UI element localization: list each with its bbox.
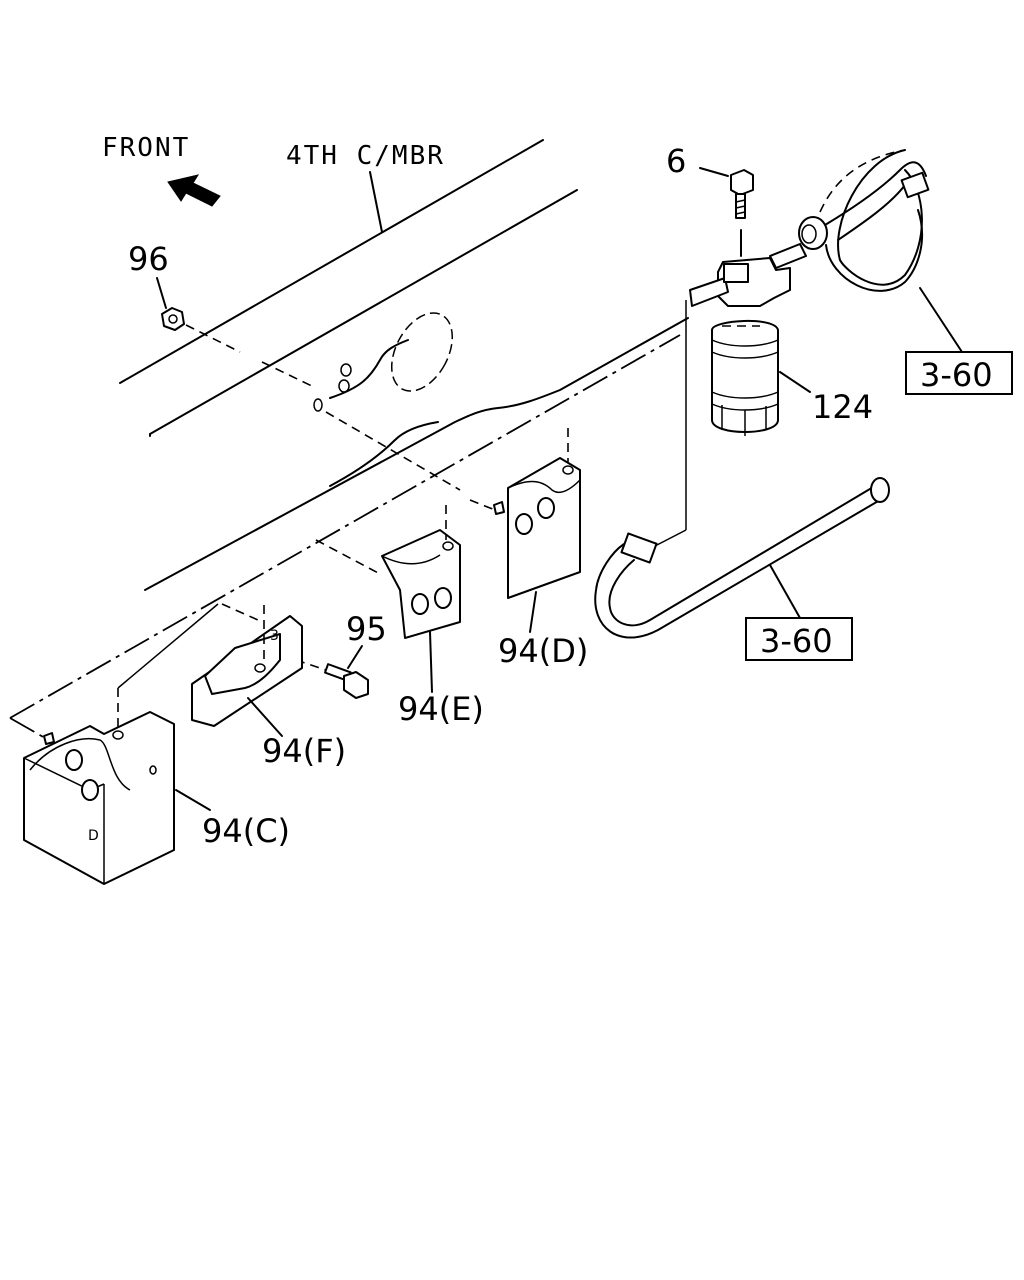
frame-hole (390, 312, 454, 392)
bolt-6 (730, 169, 754, 219)
ref-bottom: 3-60 (760, 622, 833, 660)
label-94f: 94(F) (262, 732, 346, 770)
mark-d: D (88, 828, 99, 844)
upper-hose (798, 149, 930, 292)
bracket-94d (493, 457, 581, 599)
nut-96 (161, 307, 185, 331)
label-94d: 94(D) (498, 632, 588, 670)
bracket-94c: D (23, 711, 175, 885)
label-124: 124 (812, 388, 873, 426)
bolt-95 (324, 663, 369, 699)
label-96: 96 (128, 240, 169, 278)
fuel-filter-124 (689, 243, 807, 436)
member-leader (369, 171, 383, 233)
ref-box-bottom (745, 617, 853, 661)
ref-top: 3-60 (920, 356, 993, 394)
front-arrow-icon (167, 174, 221, 207)
label-94c: 94(C) (202, 812, 290, 850)
label-94e: 94(E) (398, 690, 484, 728)
front-label: FRONT (102, 133, 190, 163)
label-95: 95 (346, 610, 387, 648)
frame-center-line (9, 334, 681, 719)
cross-member (119, 139, 689, 591)
label-6: 6 (666, 142, 686, 180)
bracket-94f: 3 (191, 615, 303, 727)
mark-3: 3 (270, 628, 279, 644)
lower-hose (594, 477, 890, 639)
ref-box-top (905, 351, 1013, 395)
member-label: 4TH C/MBR (286, 141, 445, 171)
bracket-94e (381, 529, 461, 639)
